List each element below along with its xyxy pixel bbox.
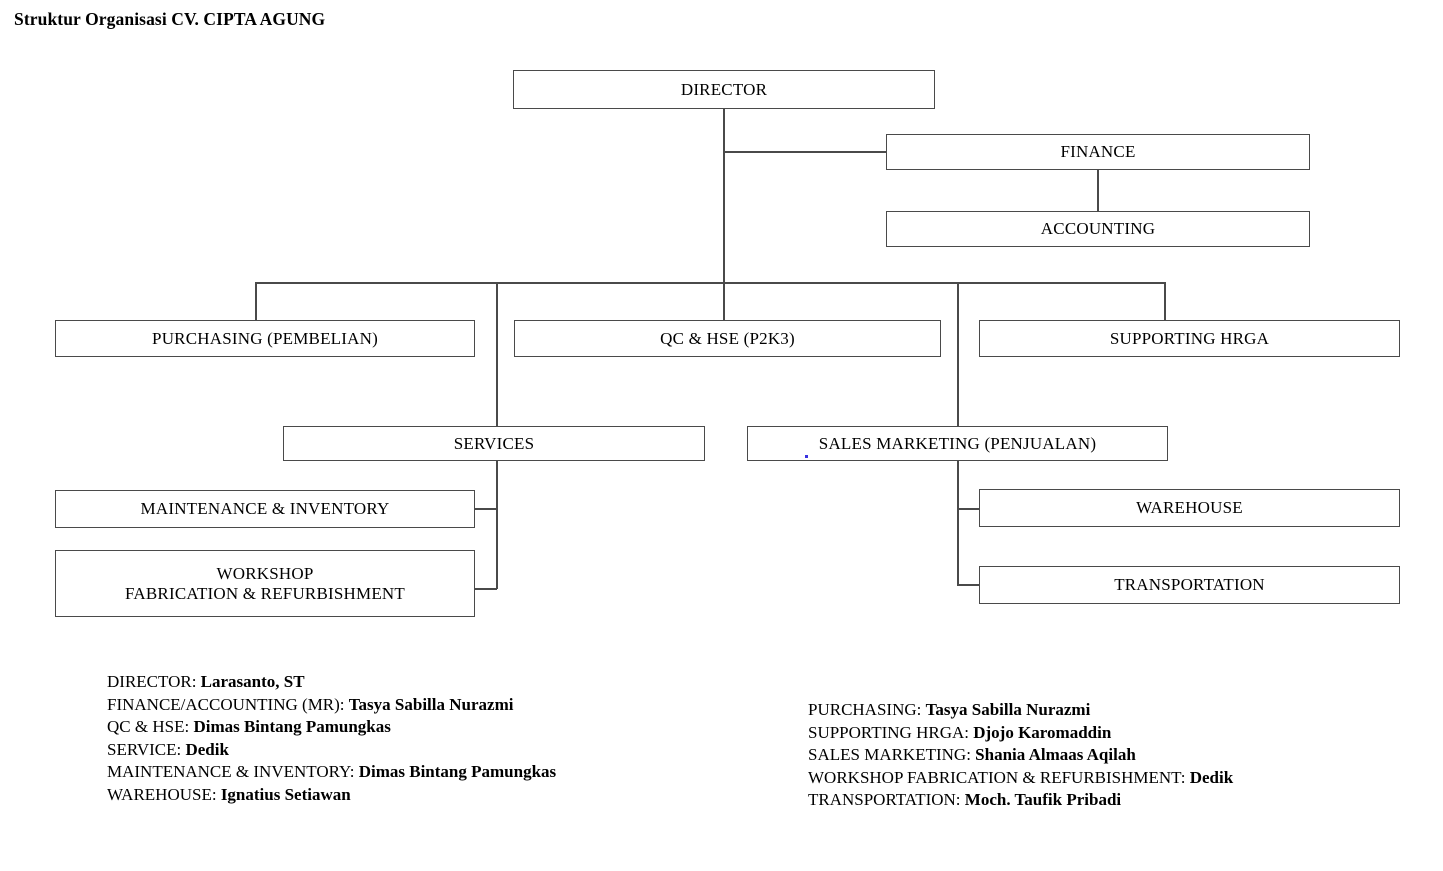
legend-name: Ignatius Setiawan bbox=[220, 785, 351, 805]
legend-name: Moch. Taufik Pribadi bbox=[964, 790, 1122, 810]
legend-item: SALES MARKETING: Shania Almaas Aqilah bbox=[808, 744, 1233, 767]
legend-role: DIRECTOR: bbox=[107, 672, 201, 691]
node-supporting-hrga[interactable]: SUPPORTING HRGA bbox=[979, 320, 1400, 357]
connector-sales-to-transportation bbox=[957, 584, 980, 586]
node-services-label: SERVICES bbox=[453, 433, 535, 453]
node-accounting[interactable]: ACCOUNTING bbox=[886, 211, 1310, 247]
legend-item: MAINTENANCE & INVENTORY: Dimas Bintang P… bbox=[107, 761, 556, 784]
connector-services-to-maintenance bbox=[474, 508, 497, 510]
legend-item: SUPPORTING HRGA: Djojo Karomaddin bbox=[808, 722, 1233, 745]
legend-role: MAINTENANCE & INVENTORY: bbox=[107, 762, 359, 782]
connector-finance-to-accounting bbox=[1097, 169, 1099, 212]
legend-name: Djojo Karomaddin bbox=[973, 722, 1112, 742]
node-qc-hse[interactable]: QC & HSE (P2K3) bbox=[514, 320, 941, 357]
node-director[interactable]: DIRECTOR bbox=[513, 70, 935, 109]
node-qc-hse-label: QC & HSE (P2K3) bbox=[660, 328, 795, 348]
legend-name: Dedik bbox=[185, 739, 229, 759]
node-director-label: DIRECTOR bbox=[680, 79, 768, 99]
node-transportation-label: TRANSPORTATION bbox=[1114, 575, 1265, 595]
connector-bus-to-purchasing bbox=[255, 282, 257, 321]
legend-name: Dimas Bintang Pamungkas bbox=[358, 762, 557, 782]
legend-name: Tasya Sabilla Nurazmi bbox=[348, 694, 514, 714]
legend-item: WAREHOUSE: Ignatius Setiawan bbox=[107, 784, 556, 807]
legend-name: Dedik bbox=[1189, 767, 1234, 787]
connector-bus-to-hrga bbox=[1164, 282, 1166, 321]
legend-role: SALES MARKETING: bbox=[808, 745, 976, 765]
node-finance-label: FINANCE bbox=[1060, 142, 1136, 162]
node-sales-marketing-label: SALES MARKETING (PENJUALAN) bbox=[818, 433, 1097, 453]
node-services[interactable]: SERVICES bbox=[283, 426, 705, 461]
connector-sales-spine bbox=[957, 460, 959, 585]
node-purchasing-label: PURCHASING (PEMBELIAN) bbox=[152, 328, 378, 348]
connector-director-to-finance bbox=[723, 151, 887, 153]
connector-bus-to-sales bbox=[957, 282, 959, 427]
legend-role: QC & HSE: bbox=[107, 717, 194, 737]
legend-role: TRANSPORTATION: bbox=[808, 790, 965, 810]
legend-item: FINANCE/ACCOUNTING (MR): Tasya Sabilla N… bbox=[107, 694, 556, 717]
node-maintenance-inventory-label: MAINTENANCE & INVENTORY bbox=[140, 499, 390, 519]
legend-role: WORKSHOP FABRICATION & REFURBISHMENT: bbox=[808, 767, 1190, 787]
legend-item: QC & HSE: Dimas Bintang Pamungkas bbox=[107, 716, 556, 739]
legend-role: PURCHASING: bbox=[808, 700, 926, 719]
legend-left-column: DIRECTOR: Larasanto, ST FINANCE/ACCOUNTI… bbox=[107, 671, 556, 807]
node-sales-marketing[interactable]: SALES MARKETING (PENJUALAN) bbox=[747, 426, 1168, 461]
node-finance[interactable]: FINANCE bbox=[886, 134, 1310, 170]
connector-bus-to-qchse bbox=[723, 282, 725, 321]
connector-main-bus bbox=[255, 282, 1166, 284]
node-transportation[interactable]: TRANSPORTATION bbox=[979, 566, 1400, 604]
legend-name: Dimas Bintang Pamungkas bbox=[193, 717, 391, 737]
connector-sales-to-warehouse bbox=[957, 508, 980, 510]
node-workshop-fabrication-label: WORKSHOP FABRICATION & REFURBISHMENT bbox=[125, 564, 405, 603]
legend-role: SUPPORTING HRGA: bbox=[808, 722, 974, 742]
legend-role: SERVICE: bbox=[107, 739, 186, 759]
legend-item: SERVICE: Dedik bbox=[107, 739, 556, 762]
legend-role: WAREHOUSE: bbox=[107, 785, 221, 805]
node-warehouse-label: WAREHOUSE bbox=[1136, 498, 1243, 518]
legend-role: FINANCE/ACCOUNTING (MR): bbox=[107, 694, 349, 714]
spellcheck-mark bbox=[805, 455, 808, 458]
page-title: Struktur Organisasi CV. CIPTA AGUNG bbox=[14, 9, 326, 29]
connector-services-to-workshop bbox=[474, 588, 497, 590]
node-purchasing[interactable]: PURCHASING (PEMBELIAN) bbox=[55, 320, 475, 357]
connector-bus-to-services bbox=[496, 282, 498, 427]
legend-item: WORKSHOP FABRICATION & REFURBISHMENT: De… bbox=[808, 767, 1233, 790]
legend-item: PURCHASING: Tasya Sabilla Nurazmi bbox=[808, 699, 1233, 722]
legend-name: Tasya Sabilla Nurazmi bbox=[925, 700, 1091, 719]
node-supporting-hrga-label: SUPPORTING HRGA bbox=[1109, 328, 1270, 348]
legend-item: TRANSPORTATION: Moch. Taufik Pribadi bbox=[808, 789, 1233, 812]
connector-services-spine bbox=[496, 460, 498, 589]
legend-item: DIRECTOR: Larasanto, ST bbox=[107, 671, 556, 694]
legend-name: Shania Almaas Aqilah bbox=[975, 745, 1136, 765]
legend-name: Larasanto, ST bbox=[200, 672, 305, 691]
node-maintenance-inventory[interactable]: MAINTENANCE & INVENTORY bbox=[55, 490, 475, 528]
connector-director-stem bbox=[723, 107, 725, 283]
node-warehouse[interactable]: WAREHOUSE bbox=[979, 489, 1400, 527]
node-accounting-label: ACCOUNTING bbox=[1040, 219, 1156, 239]
node-workshop-fabrication[interactable]: WORKSHOP FABRICATION & REFURBISHMENT bbox=[55, 550, 475, 617]
legend-right-column: PURCHASING: Tasya Sabilla Nurazmi SUPPOR… bbox=[808, 699, 1233, 812]
